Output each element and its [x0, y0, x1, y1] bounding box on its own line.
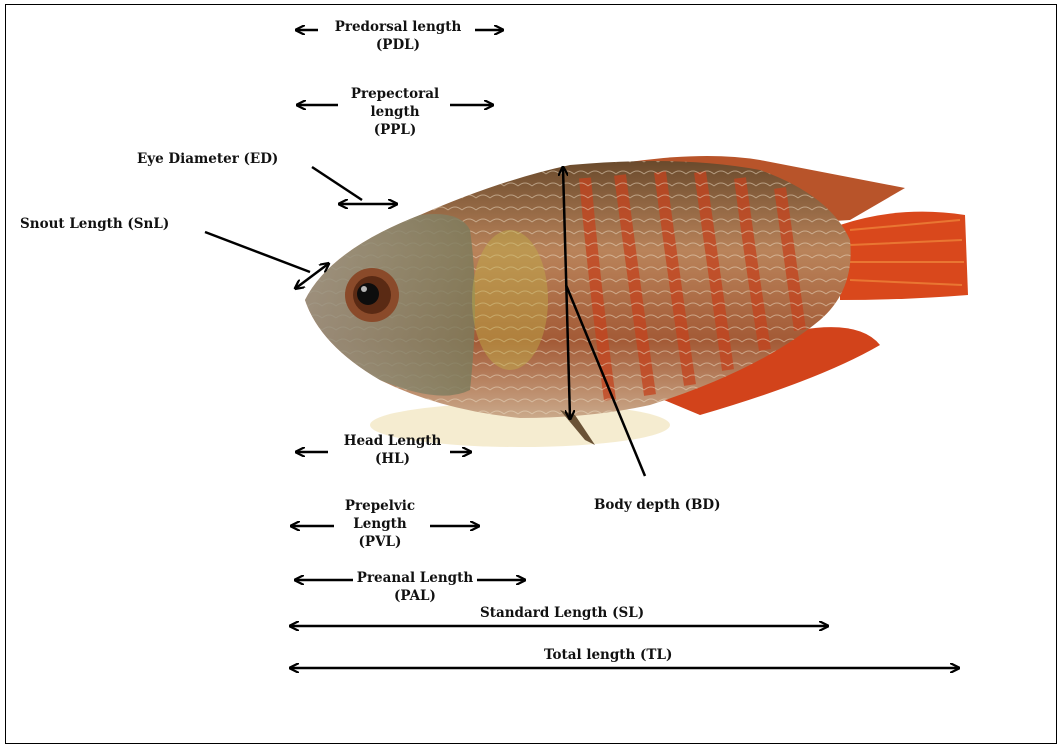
label-sl: Standard Length (SL) — [476, 604, 648, 622]
label-pdl-line1: Predorsal length — [318, 18, 478, 36]
label-ppl-line1: Prepectoral — [335, 85, 455, 103]
fish-image — [305, 156, 968, 447]
label-pal: Preanal Length (PAL) — [340, 569, 490, 605]
label-pdl: Predorsal length (PDL) — [318, 18, 478, 54]
arrow-snl-pointer — [205, 232, 310, 272]
label-snl: Snout Length (SnL) — [20, 215, 169, 233]
label-ppl-line3: (PPL) — [335, 121, 455, 139]
label-pal-line1: Preanal Length — [353, 569, 477, 587]
label-pvl-line2: Length — [330, 515, 430, 533]
label-hl-line2: (HL) — [330, 450, 455, 468]
label-pal-line2: (PAL) — [340, 587, 490, 605]
label-ppl: Prepectoral length (PPL) — [335, 85, 455, 139]
label-hl: Head Length (HL) — [330, 432, 455, 468]
label-ppl-line2: length — [335, 103, 455, 121]
label-pvl-line1: Prepelvic — [330, 497, 430, 515]
label-pvl-line3: (PVL) — [330, 533, 430, 551]
arrow-ed-pointer — [312, 167, 362, 200]
label-ed: Eye Diameter (ED) — [137, 150, 278, 168]
label-pvl: Prepelvic Length (PVL) — [330, 497, 430, 551]
label-hl-line1: Head Length — [330, 432, 455, 450]
label-pdl-line2: (PDL) — [318, 36, 478, 54]
label-tl: Total length (TL) — [540, 646, 676, 664]
label-bd: Body depth (BD) — [594, 496, 721, 514]
